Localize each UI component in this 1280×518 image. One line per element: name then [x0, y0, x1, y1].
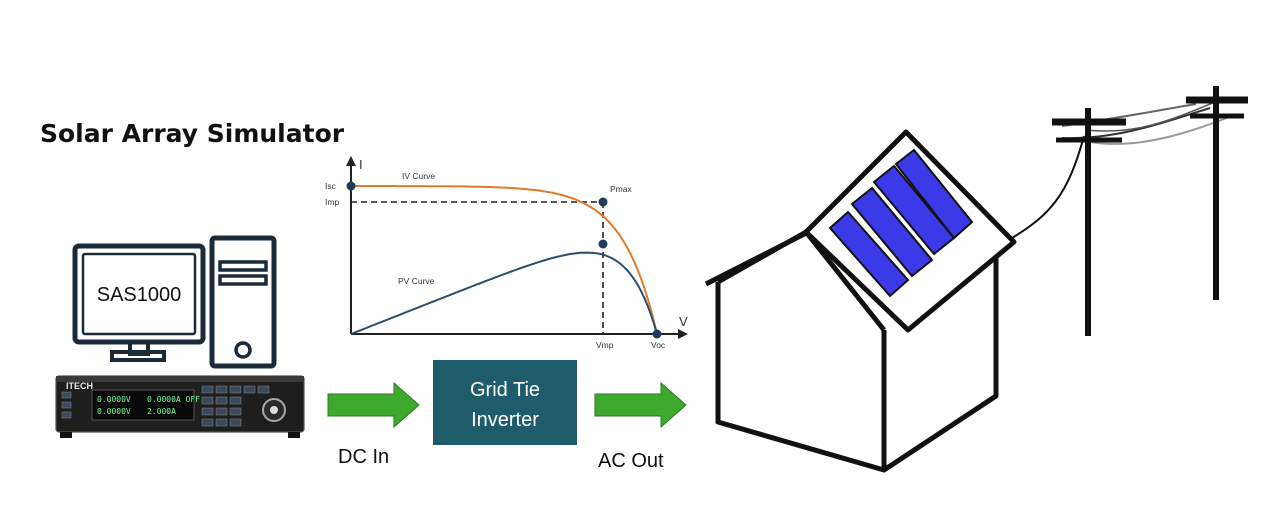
panel-button: [201, 385, 214, 394]
knob-center: [270, 406, 278, 414]
instrument-display: [91, 389, 195, 421]
readout-voltage: 0.0000V: [97, 395, 131, 404]
pv-curve-label: PV Curve: [398, 276, 435, 286]
x-axis-label: V: [679, 314, 688, 329]
panel-button: [229, 396, 242, 405]
panel-button: [257, 385, 270, 394]
power-line: [1085, 99, 1221, 132]
house-front-wall: [715, 282, 887, 473]
itech-power-supply: ITECH 0.0000V 0.0000A OFF 0.0000V 2.000A: [55, 375, 305, 438]
readout-current-set: 2.000A: [147, 407, 176, 416]
monitor-stand: [110, 350, 166, 362]
x-axis-arrow-icon: [678, 329, 688, 339]
ac-out-arrow-icon: [594, 381, 687, 429]
solar-panel-array: [828, 148, 974, 298]
computer: SAS1000: [72, 235, 277, 369]
inverter-label-line2: Inverter: [471, 409, 539, 431]
panel-button: [215, 407, 228, 416]
panel-button: [201, 418, 214, 427]
monitor-screen-label: SAS1000: [97, 284, 182, 306]
iv-curve-label: IV Curve: [402, 171, 435, 181]
y-axis-arrow-icon: [346, 156, 356, 166]
solar-panel-row: [850, 186, 934, 278]
pmax-point: [598, 197, 608, 207]
readout-current: 0.0000A OFF: [147, 395, 200, 404]
service-wire: [1011, 135, 1085, 239]
instrument-foot: [60, 432, 72, 438]
voc-point: [652, 329, 662, 339]
pv-max-point: [598, 239, 608, 249]
instrument-foot: [288, 432, 300, 438]
instrument-top-edge: [56, 376, 304, 382]
drive-bay: [218, 260, 268, 272]
ac-out-label: AC Out: [598, 450, 664, 472]
page-title: Solar Array Simulator: [40, 119, 345, 148]
grid-tie-inverter-box: [433, 360, 577, 445]
monitor-screen: [81, 252, 197, 336]
solar-panel-row: [894, 148, 974, 240]
iv-curve-line: [351, 185, 658, 335]
panel-button: [61, 401, 72, 409]
isc-point: [346, 181, 356, 191]
panel-button: [201, 407, 214, 416]
panel-button: [201, 396, 214, 405]
house-roof-right: [803, 129, 1017, 333]
house: [704, 223, 999, 473]
pmax-annotation: Pmax: [610, 184, 632, 194]
drive-bay: [218, 274, 268, 286]
voc-tick-label: Voc: [651, 340, 666, 350]
iv-pv-chart: I V Isc Imp Vmp Voc Pmax IV Curve PV Cur…: [325, 156, 688, 350]
isc-tick-label: Isc: [325, 181, 337, 191]
panel-button: [61, 411, 72, 419]
panel-button: [61, 391, 72, 399]
house-side-wall: [882, 252, 999, 473]
dc-in-arrow-icon: [327, 381, 420, 429]
utility-poles: [1011, 86, 1248, 336]
readout-voltage-set: 0.0000V: [97, 407, 131, 416]
solar-panel-row: [828, 210, 910, 298]
power-button-icon: [234, 341, 252, 359]
inverter-label-line1: Grid Tie: [470, 379, 540, 401]
panel-button: [215, 418, 228, 427]
y-axis-label: I: [359, 157, 363, 172]
dc-in-label: DC In: [338, 446, 389, 468]
panel-button: [215, 385, 228, 394]
panel-button: [229, 418, 242, 427]
pv-curve-line: [350, 251, 658, 335]
panel-button: [229, 385, 242, 394]
imp-tick-label: Imp: [325, 197, 339, 207]
panel-button: [215, 396, 228, 405]
instrument-brand: ITECH: [66, 381, 93, 391]
vmp-tick-label: Vmp: [596, 340, 614, 350]
panel-button: [243, 385, 256, 394]
panel-button: [229, 407, 242, 416]
computer-tower: [209, 235, 277, 369]
